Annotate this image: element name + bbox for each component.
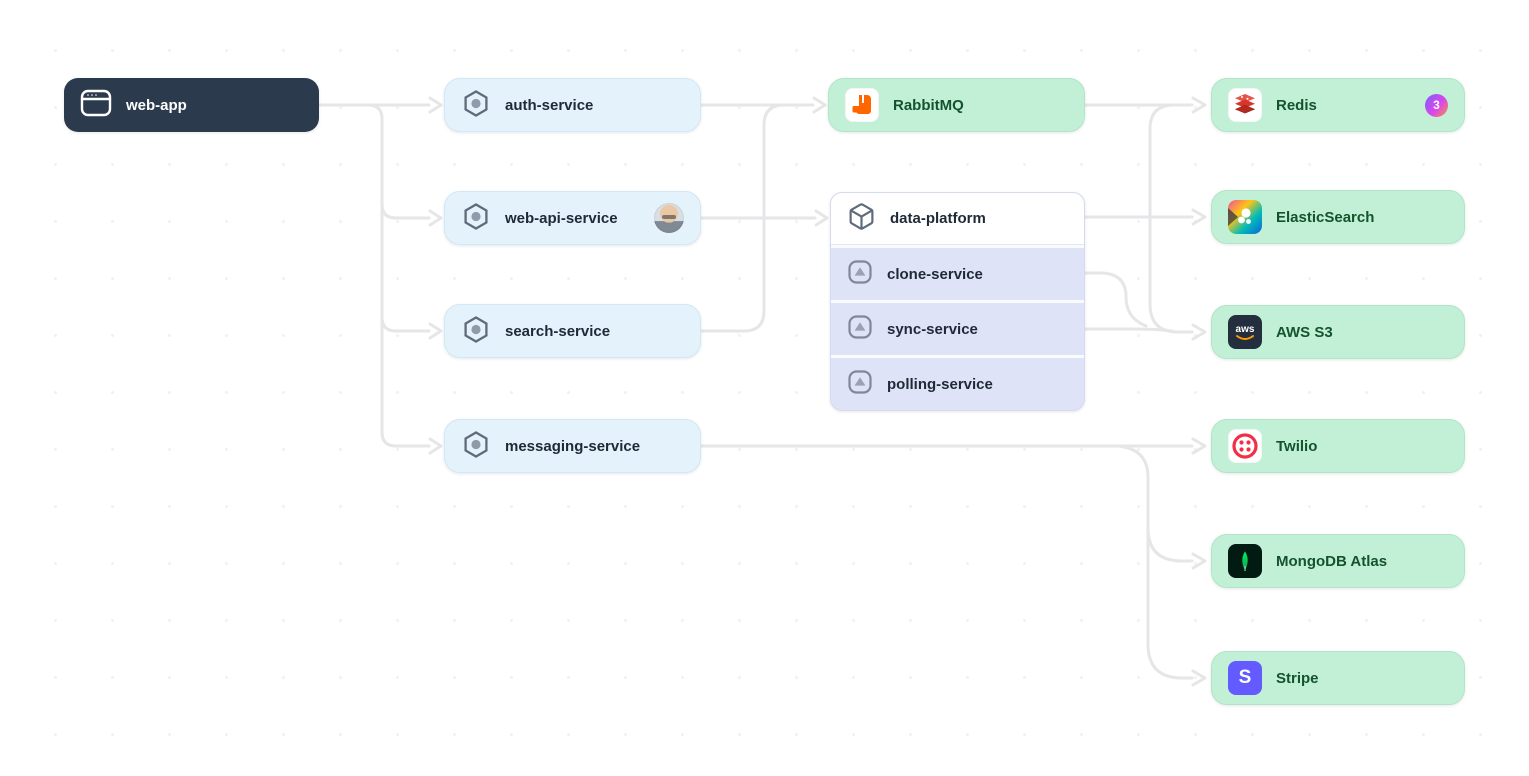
node-label: ElasticSearch xyxy=(1276,208,1375,226)
node-label: Twilio xyxy=(1276,437,1318,455)
node-label: polling-service xyxy=(887,375,993,393)
node-label: search-service xyxy=(505,322,611,340)
group-header-data-platform[interactable]: data-platform xyxy=(831,193,1084,245)
node-label: sync-service xyxy=(887,320,978,338)
connection-count-badge[interactable]: 3 xyxy=(1425,93,1448,117)
hexagon-service-icon xyxy=(461,429,491,464)
node-label: messaging-service xyxy=(505,437,641,455)
stripe-logo-icon: S xyxy=(1228,661,1262,695)
edge-clone-merge xyxy=(1083,271,1148,328)
triangle-square-icon xyxy=(847,369,873,399)
node-clone-service[interactable]: clone-service xyxy=(831,245,1084,300)
triangle-square-icon xyxy=(847,314,873,344)
aws-logo-icon: aws xyxy=(1228,315,1262,349)
owner-avatar[interactable] xyxy=(654,203,684,233)
node-twilio[interactable]: Twilio xyxy=(1211,419,1465,473)
node-auth-service[interactable]: auth-service xyxy=(444,78,701,132)
edge-webapp-trunk xyxy=(366,103,431,448)
node-label: clone-service xyxy=(887,265,983,283)
node-label: AWS S3 xyxy=(1276,323,1333,341)
node-label: MongoDB Atlas xyxy=(1276,552,1388,570)
group-title: data-platform xyxy=(890,210,986,227)
mongodb-logo-icon xyxy=(1228,544,1262,578)
edge-trunk-up-redis xyxy=(1148,103,1188,219)
node-sync-service[interactable]: sync-service xyxy=(831,300,1084,355)
hexagon-service-icon xyxy=(461,88,491,123)
node-label: web-api-service xyxy=(505,209,618,227)
twilio-logo-icon xyxy=(1228,429,1262,463)
edge-sync-aws xyxy=(1083,327,1174,333)
node-redis[interactable]: Redis 3 xyxy=(1211,78,1465,132)
edge-trunk-mongodb xyxy=(1146,526,1194,563)
rabbitmq-logo-icon xyxy=(845,88,879,122)
node-elasticsearch[interactable]: ElasticSearch xyxy=(1211,190,1465,244)
node-messaging-service[interactable]: messaging-service xyxy=(444,419,701,473)
elasticsearch-logo-icon xyxy=(1228,200,1262,234)
node-aws-s3[interactable]: aws AWS S3 xyxy=(1211,305,1465,359)
node-web-app[interactable]: web-app xyxy=(64,78,319,132)
node-rabbitmq[interactable]: RabbitMQ xyxy=(828,78,1085,132)
triangle-square-icon xyxy=(847,259,873,289)
edge-trunk-down-aws xyxy=(1148,215,1194,334)
group-data-platform[interactable]: data-platform clone-service sync-service xyxy=(830,192,1085,411)
node-label: web-app xyxy=(126,96,187,114)
node-mongodb-atlas[interactable]: MongoDB Atlas xyxy=(1211,534,1465,588)
node-label: Stripe xyxy=(1276,669,1319,687)
hexagon-service-icon xyxy=(461,314,491,349)
node-search-service[interactable]: search-service xyxy=(444,304,701,358)
node-stripe[interactable]: S Stripe xyxy=(1211,651,1465,705)
edge-webapp-webapi xyxy=(380,202,431,220)
cube-package-icon xyxy=(847,202,876,235)
redis-logo-icon xyxy=(1228,88,1262,122)
node-label: Redis xyxy=(1276,96,1317,114)
node-web-api-service[interactable]: web-api-service xyxy=(444,191,701,245)
hexagon-service-icon xyxy=(461,201,491,236)
edge-webapp-search xyxy=(380,315,431,333)
node-polling-service[interactable]: polling-service xyxy=(831,355,1084,410)
node-label: RabbitMQ xyxy=(893,96,964,114)
node-label: auth-service xyxy=(505,96,594,114)
browser-window-icon xyxy=(80,89,112,121)
edge-messaging-trunk xyxy=(1116,444,1194,680)
svg-text:aws: aws xyxy=(1236,324,1255,335)
